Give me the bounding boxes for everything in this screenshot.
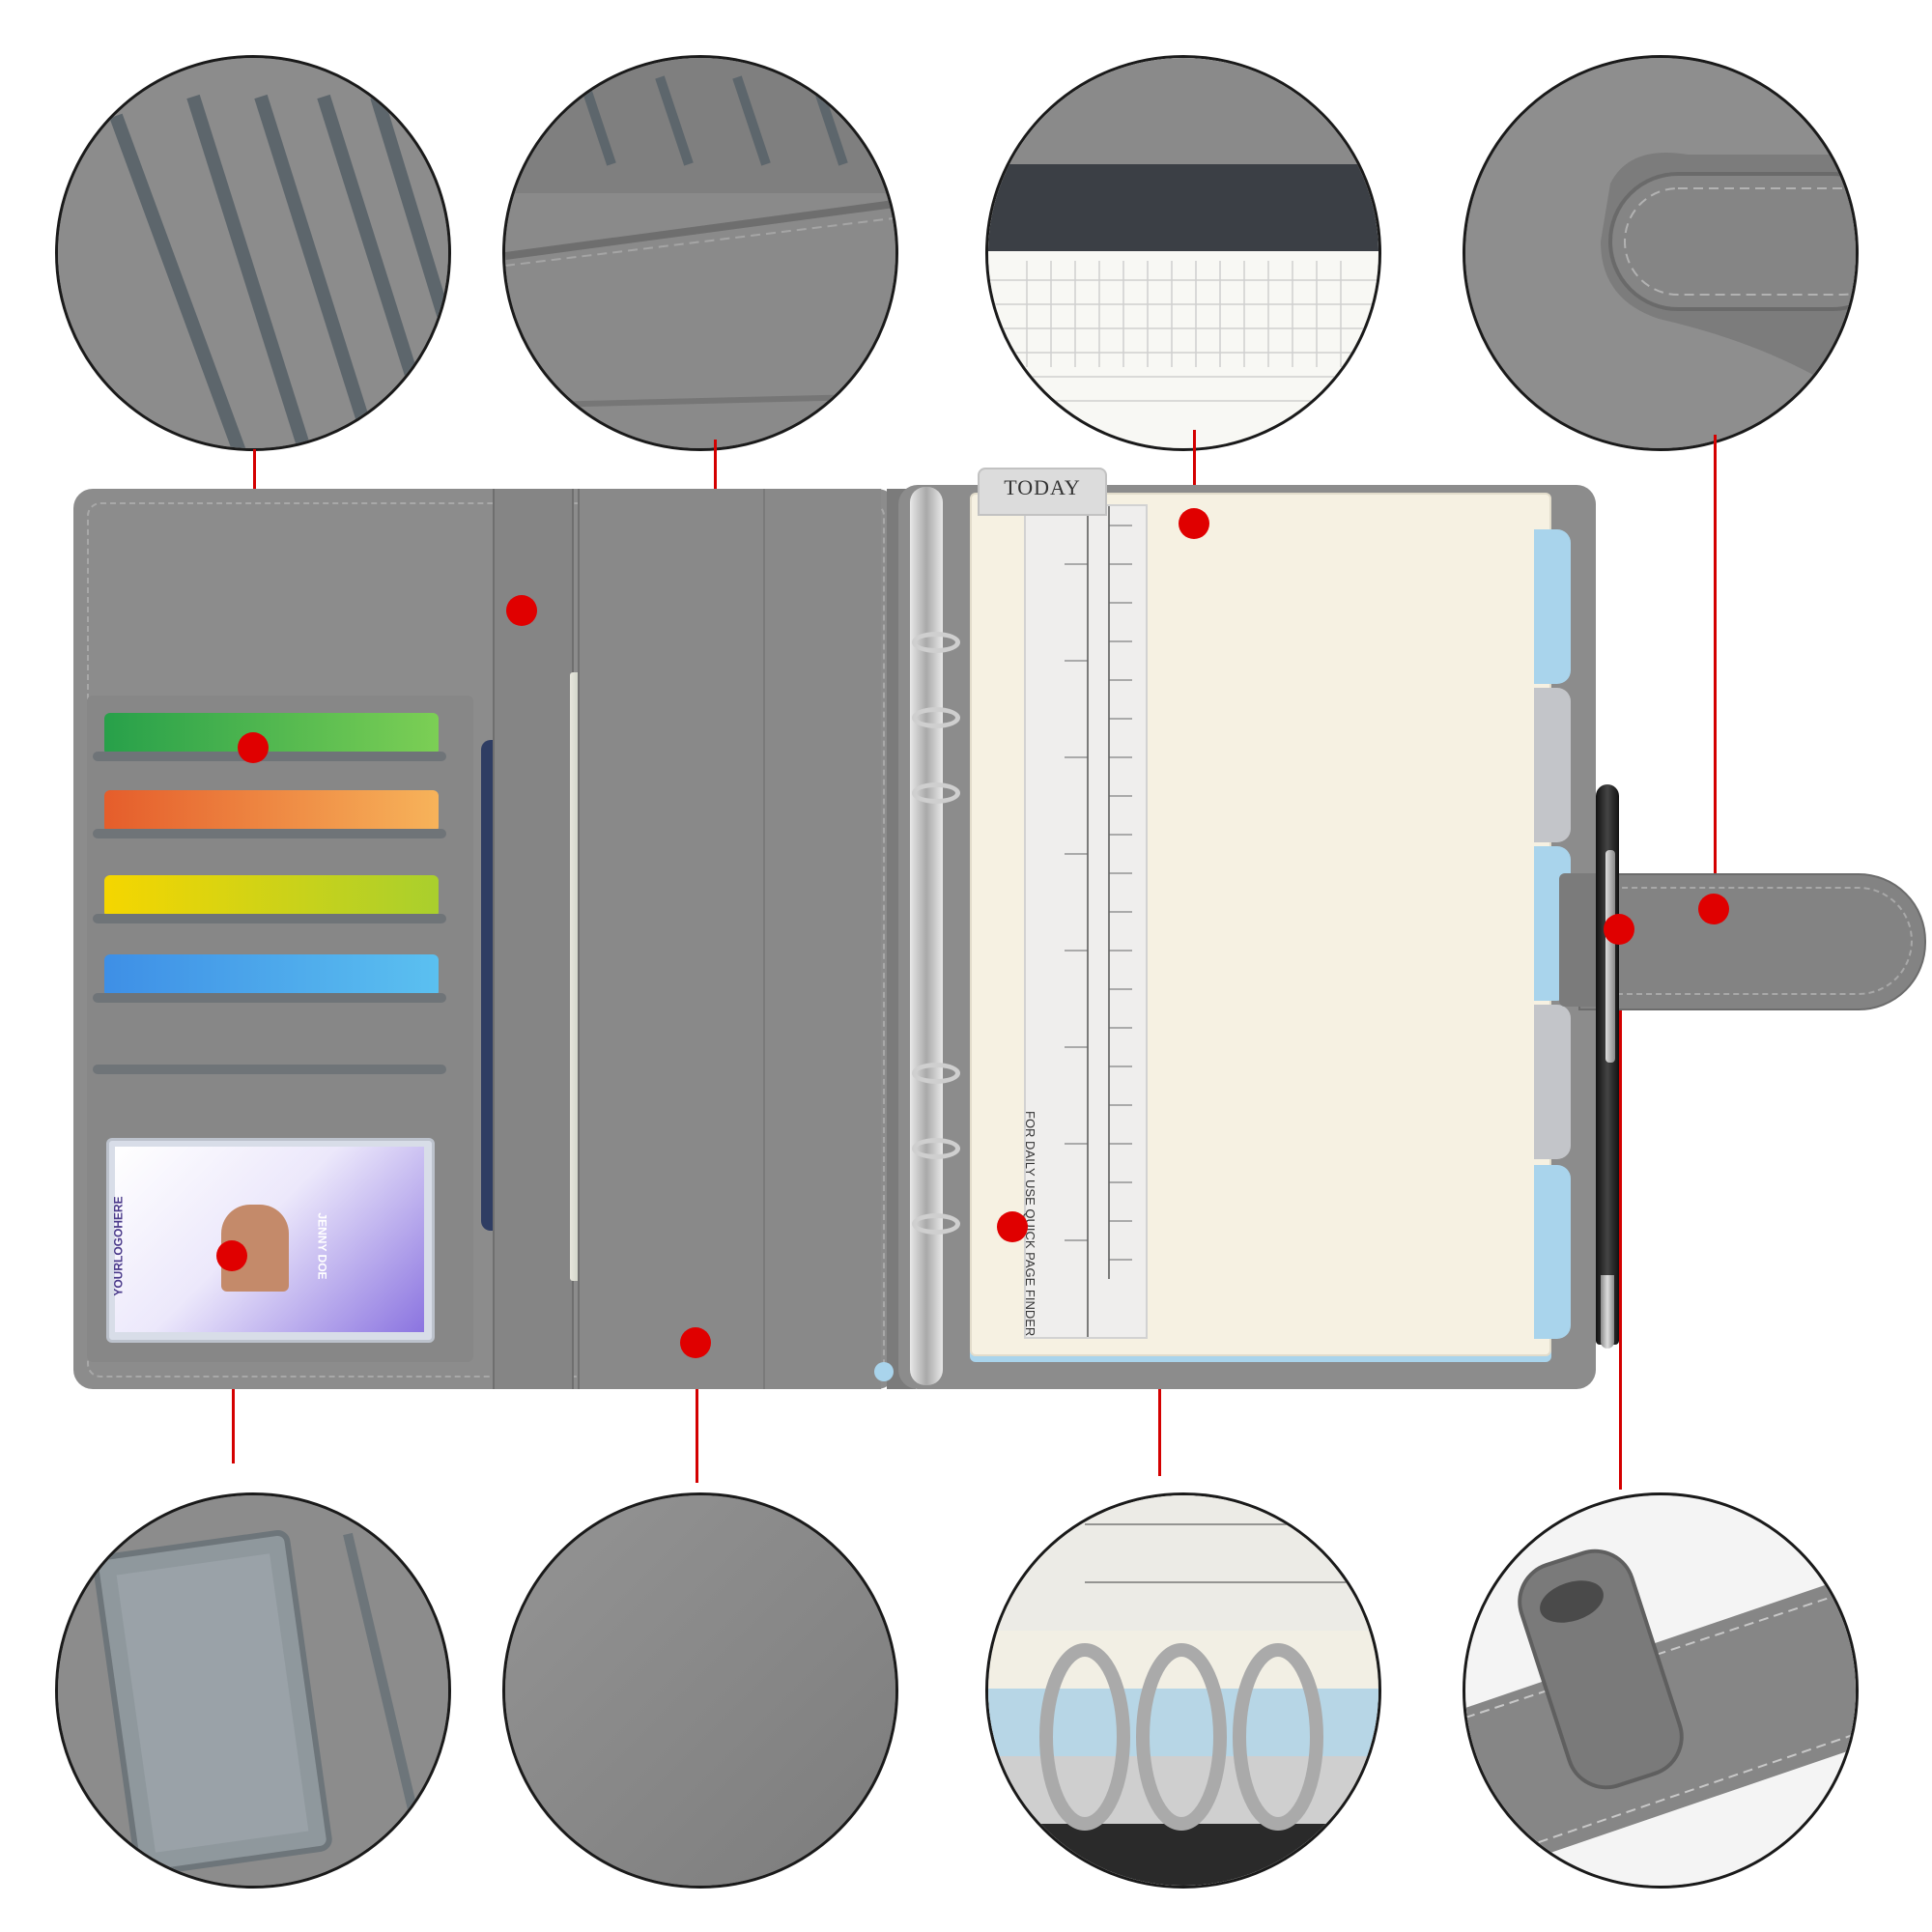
ruler-header-tab[interactable] xyxy=(978,468,1107,516)
marker-dot xyxy=(1698,894,1729,924)
marker-dot xyxy=(216,1240,247,1271)
card-slot xyxy=(93,829,446,838)
detail-circle-binder-rings xyxy=(985,1492,1381,1889)
divider-tab-gray[interactable] xyxy=(1534,1005,1571,1159)
card-slot xyxy=(93,993,446,1003)
connector-line xyxy=(696,1343,698,1483)
detail-circle-inner-pocket xyxy=(502,55,898,451)
detail-circle-snap-closure xyxy=(1463,55,1859,451)
divider-tab-blue[interactable] xyxy=(1534,529,1571,684)
strap-stitching xyxy=(1592,887,1913,995)
detail-circle-leather-texture xyxy=(502,1492,898,1889)
marker-dot xyxy=(680,1327,711,1358)
card-slot-stripes xyxy=(58,58,448,448)
detail-circle-card-slots xyxy=(55,55,451,451)
ring-binder-mechanism xyxy=(910,487,943,1385)
grid-paper-detail xyxy=(988,58,1378,448)
id-card-name: JENNY DOE xyxy=(315,1212,329,1280)
card-slot xyxy=(93,752,446,761)
binder-rings-detail xyxy=(988,1495,1378,1886)
ruler-page-finder[interactable] xyxy=(1024,504,1148,1339)
marker-dot xyxy=(1604,914,1634,945)
detail-circle-grid-paper xyxy=(985,55,1381,451)
connector-line xyxy=(1714,435,1717,903)
marker-dot xyxy=(238,732,269,763)
leather-texture-detail xyxy=(505,1495,895,1886)
binder-ring xyxy=(912,782,960,804)
detail-circle-id-window xyxy=(55,1492,451,1889)
vertical-pocket xyxy=(493,489,574,1389)
credit-card-yellow xyxy=(104,875,439,918)
binder-ring xyxy=(912,1213,960,1235)
marker-dot xyxy=(997,1211,1028,1242)
pocket-detail xyxy=(505,58,895,448)
ruler-ticks xyxy=(1065,506,1132,1337)
large-pocket xyxy=(578,489,881,1389)
credit-card-green xyxy=(104,713,439,755)
credit-card-orange xyxy=(104,790,439,833)
detail-circle-pen-loop xyxy=(1463,1492,1859,1889)
divider-tab-blue[interactable] xyxy=(1534,1165,1571,1339)
credit-card-blue xyxy=(104,954,439,997)
ruler-caption: FOR DAILY USE QUICK PAGE FINDER xyxy=(1023,1111,1037,1336)
pen-clip xyxy=(1605,850,1615,1063)
marker-dot xyxy=(1179,508,1209,539)
connector-line xyxy=(1619,929,1622,1490)
connector-line xyxy=(1193,430,1196,522)
ruler-header: TODAY xyxy=(1004,475,1081,499)
binder-ring xyxy=(912,1138,960,1159)
id-card: YOURLOGOHERE JENNY DOE xyxy=(111,1147,424,1332)
snap-closure-detail xyxy=(1465,58,1856,448)
pen-loop-detail xyxy=(1465,1495,1856,1886)
binder-ring xyxy=(912,632,960,653)
marker-dot xyxy=(506,595,537,626)
id-window: YOURLOGOHERE JENNY DOE xyxy=(106,1138,435,1343)
card-slot xyxy=(93,914,446,923)
divider-tab-gray[interactable] xyxy=(1534,688,1571,842)
pocket-fold xyxy=(763,489,765,1389)
id-window-detail xyxy=(58,1495,448,1886)
pen-tip xyxy=(1601,1275,1614,1349)
id-card-logo: YOURLOGOHERE xyxy=(111,1196,126,1296)
cover-latch xyxy=(874,1362,894,1381)
binder-ring xyxy=(912,1063,960,1084)
card-slot xyxy=(93,1065,446,1074)
binder-ring xyxy=(912,707,960,728)
